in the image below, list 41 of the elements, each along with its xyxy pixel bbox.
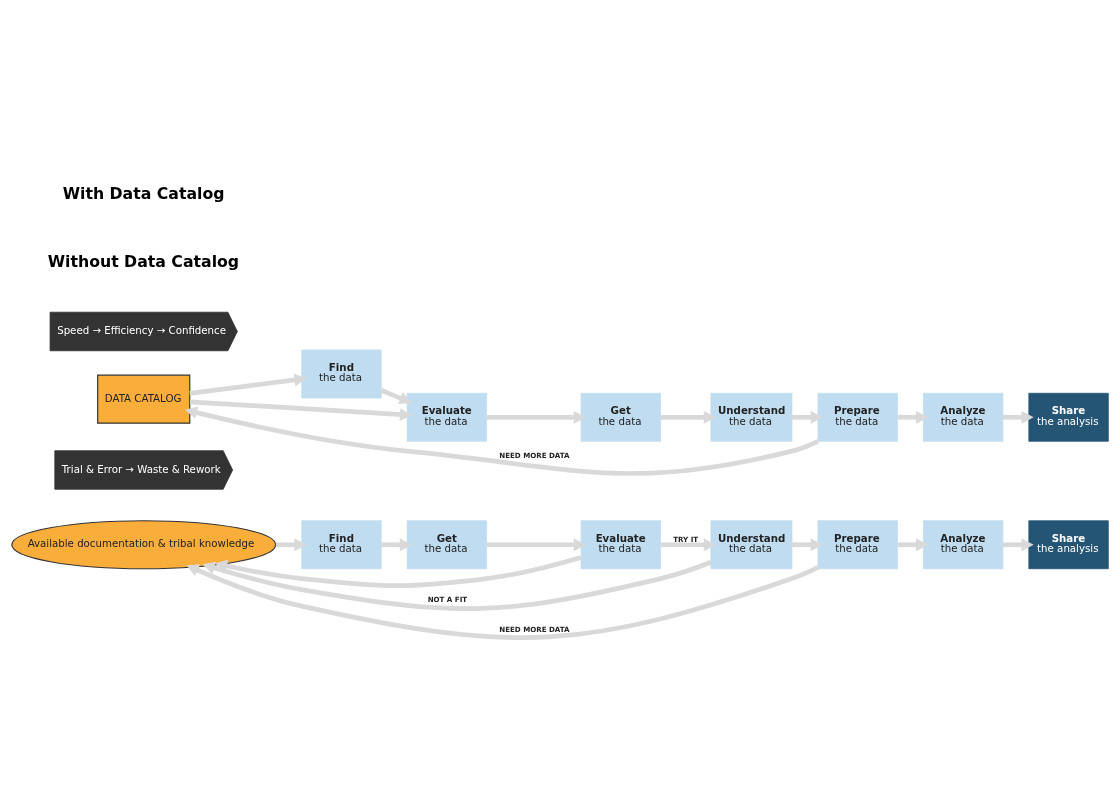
label: With Data Catalog [62,183,225,203]
edge-label: NOT A FIT [427,594,468,604]
node-box: Share the analysis [1028,392,1109,442]
arrow [660,410,716,424]
node-box: Get the data [580,392,661,442]
arrow [792,410,823,424]
node-box: Find the data [301,349,382,398]
node-box: Share the analysis [1028,519,1109,569]
node-box: Understand the data [710,392,793,442]
arrow [184,405,819,476]
arrow [1002,410,1034,424]
node-box: Prepare the data [817,519,898,569]
arrow [215,554,582,588]
edge-label: NEED MORE DATA [499,624,570,634]
arrow [189,399,413,421]
node-ellipse: Available documentation & tribal knowledge [11,519,277,569]
arrow [275,537,307,551]
arrow [380,387,412,404]
node-box: Evaluate the data [406,392,488,442]
arrow [186,563,819,640]
label: Without Data Catalog [47,251,240,271]
arrow [486,410,586,424]
arrow [486,537,586,551]
node-box: Get the data [406,519,488,569]
node-box: DATA CATALOG [97,374,191,424]
arrow [792,537,823,551]
node-box: Evaluate the data [580,519,661,569]
arrow [381,537,412,551]
node-box: Prepare the data [817,392,898,442]
arrow [660,537,716,551]
node-box: Analyze the data [923,392,1004,442]
arrow [1002,537,1034,551]
arrow [189,373,307,396]
node-box: Understand the data [710,519,793,569]
arrow [202,559,712,611]
edge-label: NEED MORE DATA [499,450,570,460]
node-box: Analyze the data [923,519,1004,569]
node-box: Find the data [301,519,382,569]
arrow [897,410,929,424]
arrow [897,537,929,551]
edge-label: TRY IT [673,534,699,544]
